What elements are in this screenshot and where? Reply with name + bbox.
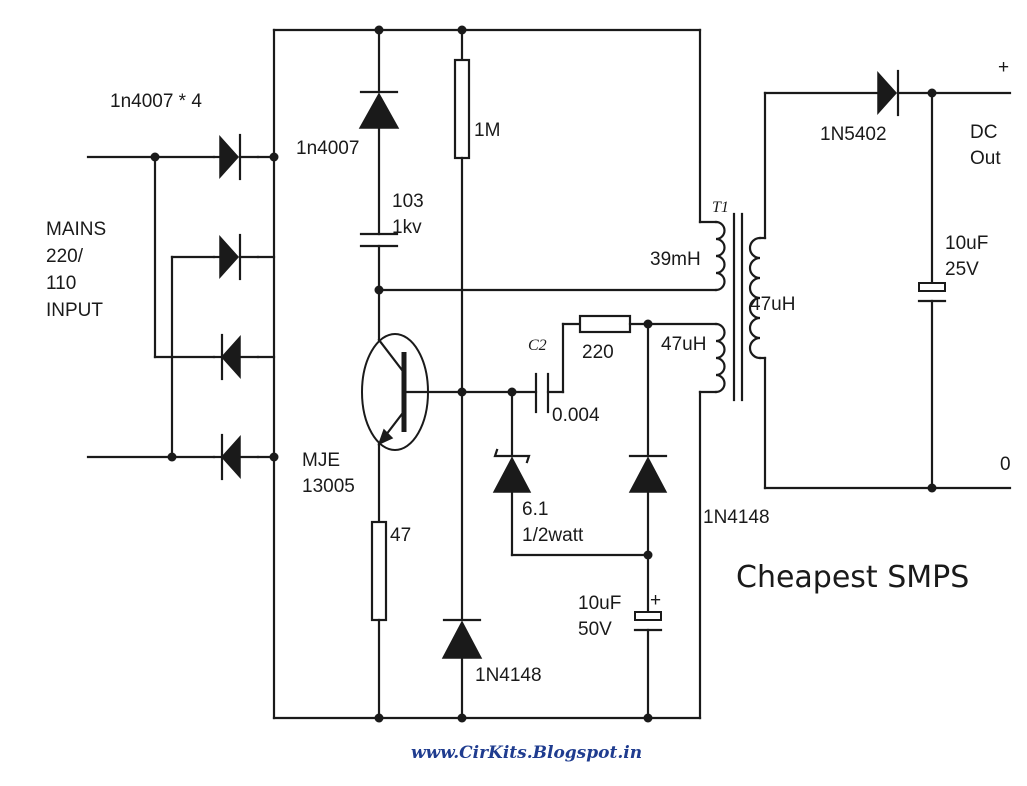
power-rails xyxy=(272,25,718,723)
label-start-resistor: 1M xyxy=(474,120,500,141)
label-aux-cap-value: 10uF xyxy=(578,593,621,614)
label-mains-220: 220/ xyxy=(46,246,84,267)
output-stage xyxy=(763,69,1012,493)
feedback-resistor xyxy=(578,314,632,334)
label-feedback-cap-ref: C2 xyxy=(528,337,547,354)
label-output-zero: 0 xyxy=(1000,454,1011,475)
component-labels: 1n4007 * 4 MAINS 220/ 110 INPUT 1n4007 1… xyxy=(46,57,1011,686)
label-zener-power: 1/2watt xyxy=(522,525,584,546)
bridge-diode-2 xyxy=(212,233,260,281)
zener-diode xyxy=(492,390,650,557)
label-mains-input: INPUT xyxy=(46,300,103,321)
label-feedback-winding: 47uH xyxy=(661,334,706,355)
label-snubber-cap-voltage: 1kv xyxy=(392,217,422,238)
label-output-cap-value: 10uF xyxy=(945,233,988,254)
feedback-network: + xyxy=(460,314,718,720)
label-feedback-cap-value: 0.004 xyxy=(552,405,600,426)
label-transistor-number: 13005 xyxy=(302,476,355,497)
label-dc: DC xyxy=(970,122,997,143)
label-bridge-diodes: 1n4007 * 4 xyxy=(110,91,202,112)
start-resistor-branch xyxy=(441,28,483,720)
label-output-diode: 1N5402 xyxy=(820,124,887,145)
label-output-plus: + xyxy=(998,57,1009,78)
feedback-capacitor xyxy=(534,372,550,414)
label-aux-cap-voltage: 50V xyxy=(578,619,612,640)
label-secondary-winding: 47uH xyxy=(750,294,795,315)
bridge-diode-1 xyxy=(212,133,260,181)
base-diode xyxy=(441,618,483,659)
bridge-diode-4 xyxy=(212,433,260,481)
aux-diode xyxy=(628,322,668,614)
snubber-diode xyxy=(358,90,400,129)
source-url: www.CirKits.Blogspot.in xyxy=(411,743,642,763)
label-feedback-resistor: 220 xyxy=(582,342,614,363)
label-snubber-diode: 1n4007 xyxy=(296,138,359,159)
label-mains: MAINS xyxy=(46,219,106,240)
diagram-title: Cheapest SMPS xyxy=(736,560,969,595)
label-output-cap-voltage: 25V xyxy=(945,259,979,280)
label-mains-110: 110 xyxy=(46,273,76,294)
bridge-diode-3 xyxy=(212,333,260,381)
svg-text:+: + xyxy=(650,590,661,611)
label-snubber-cap-value: 103 xyxy=(392,191,424,212)
label-transistor-mje: MJE xyxy=(302,450,340,471)
output-diode xyxy=(877,69,900,117)
label-transformer-ref: T1 xyxy=(712,199,729,216)
bridge-rectifier xyxy=(86,133,279,481)
label-emitter-resistor: 47 xyxy=(390,525,411,546)
label-out: Out xyxy=(970,148,1001,169)
label-zener-voltage: 6.1 xyxy=(522,499,548,520)
transistor-mje13005 xyxy=(361,288,464,720)
snubber-branch xyxy=(358,28,400,295)
label-aux-diode: 1N4148 xyxy=(703,507,770,528)
transformer-t1 xyxy=(714,91,767,490)
label-primary-winding: 39mH xyxy=(650,249,701,270)
output-capacitor xyxy=(917,282,947,303)
aux-capacitor xyxy=(633,611,663,720)
label-base-diode: 1N4148 xyxy=(475,665,542,686)
